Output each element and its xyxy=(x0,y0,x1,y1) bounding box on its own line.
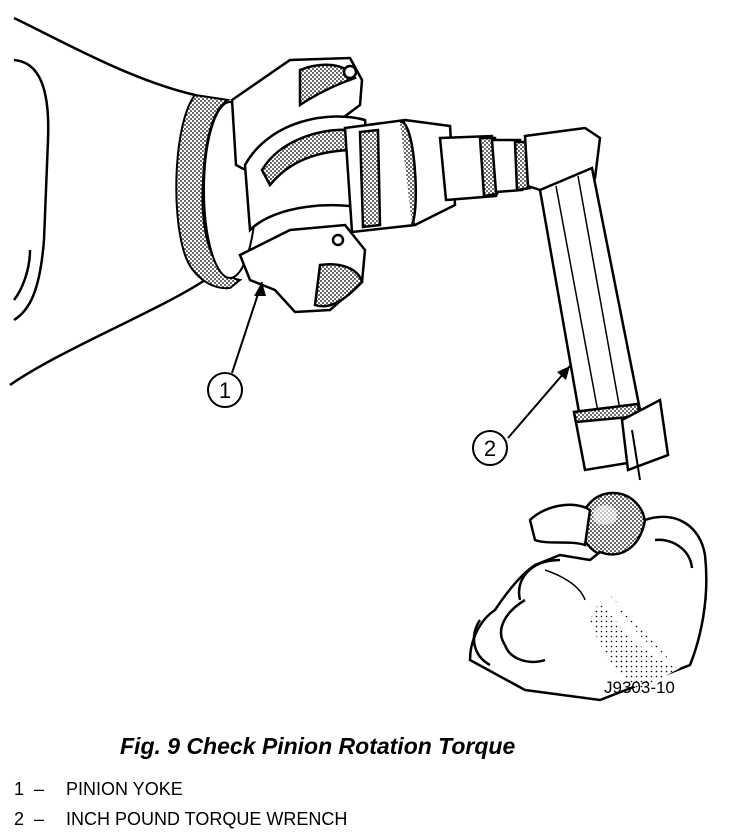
callout-2: 2 xyxy=(472,365,571,466)
legend-item-2: 2– INCH POUND TORQUE WRENCH xyxy=(14,804,347,834)
callout-legend: 1– PINION YOKE 2– INCH POUND TORQUE WRENCH xyxy=(14,774,347,834)
figure-caption: Fig. 9 Check Pinion Rotation Torque xyxy=(120,733,516,759)
torque-wrench xyxy=(538,166,670,481)
legend-label: INCH POUND TORQUE WRENCH xyxy=(66,809,348,829)
pinion-nut xyxy=(343,118,457,234)
illustration: 1 2 xyxy=(9,16,708,702)
legend-number: 1 xyxy=(14,779,25,799)
hand xyxy=(468,503,708,702)
callout-1-number: 1 xyxy=(219,378,231,403)
callout-2-number: 2 xyxy=(484,436,496,461)
legend-dash: – xyxy=(34,809,45,829)
callout-1: 1 xyxy=(207,281,266,408)
figure-code: J9303-10 xyxy=(604,678,675,697)
pinion-yoke xyxy=(230,56,374,314)
legend-number: 2 xyxy=(14,809,25,829)
legend-label: PINION YOKE xyxy=(66,779,183,799)
legend-item-1: 1– PINION YOKE xyxy=(14,774,347,804)
legend-dash: – xyxy=(34,779,45,799)
